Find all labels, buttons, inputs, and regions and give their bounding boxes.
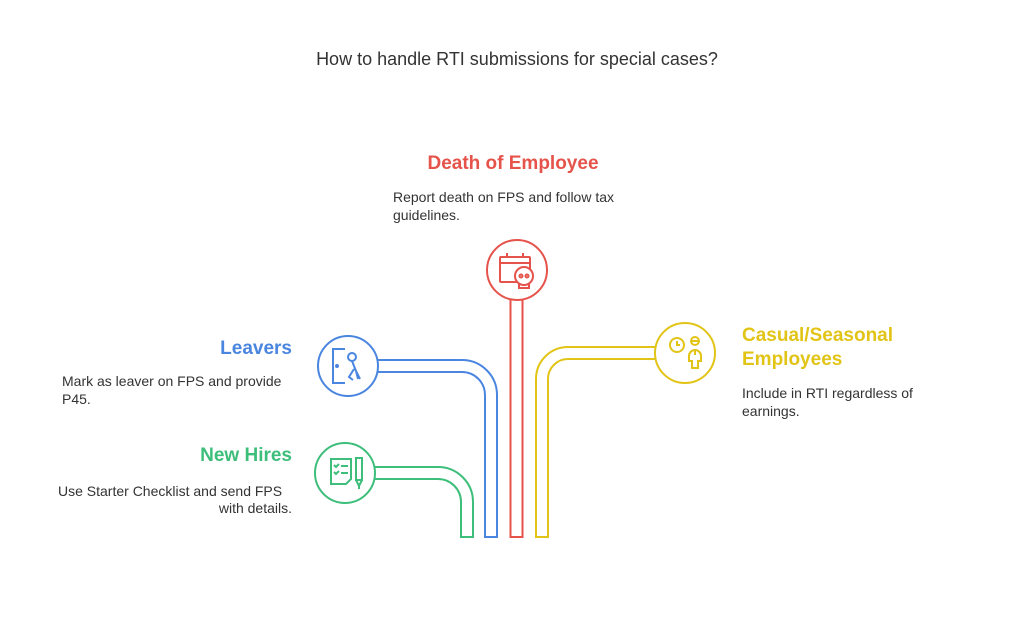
yellow-tube — [535, 346, 657, 538]
casual-seasonal-description-line1: Include in RTI regardless of — [742, 385, 913, 401]
casual-seasonal-description-line2: earnings. — [742, 403, 800, 419]
death-of-employee-description-line1: Report death on FPS and follow tax — [393, 189, 615, 205]
casual-seasonal-heading-line2: Employees — [742, 349, 843, 370]
diagram-title: How to handle RTI submissions for specia… — [316, 49, 718, 69]
new-hires-heading: New Hires — [200, 445, 292, 466]
new-hires-description-line1: Use Starter Checklist and send FPS — [58, 483, 283, 499]
checklist-pen-icon — [314, 442, 376, 504]
calendar-skull-icon — [486, 239, 548, 301]
casual-seasonal-heading-line1: Casual/Seasonal — [742, 325, 894, 346]
leavers-heading: Leavers — [220, 338, 292, 359]
leavers-description-line1: Mark as leaver on FPS and provide — [62, 373, 282, 389]
green-tube — [372, 466, 474, 538]
person-leaving-door-icon — [317, 335, 379, 397]
leavers-description-line2: P45. — [62, 391, 91, 407]
new-hires-description-line2: with details. — [218, 500, 292, 516]
clock-person-icon — [654, 322, 716, 384]
blue-tube — [376, 359, 498, 538]
death-of-employee-description-line2: guidelines. — [393, 207, 460, 223]
death-of-employee-heading: Death of Employee — [427, 153, 599, 174]
